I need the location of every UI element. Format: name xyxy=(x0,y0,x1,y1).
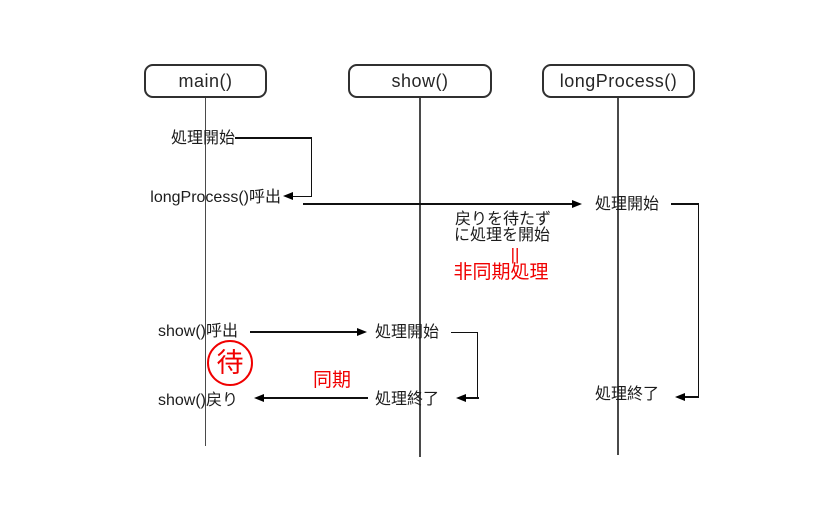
wait-label: 待 xyxy=(216,347,244,378)
lifeline-label-main: main() xyxy=(178,70,233,91)
main-self-bracket-return-line xyxy=(290,195,311,197)
lifeline-box-longprocess: longProcess() xyxy=(542,64,695,98)
show-bracket-return-line xyxy=(463,397,479,399)
note-async-line2: に処理を開始 xyxy=(453,227,551,244)
label-show-call: show()呼出 xyxy=(158,323,239,340)
show-bracket-arrowhead xyxy=(456,393,466,402)
wait-circle: 待 xyxy=(207,340,253,386)
lifeline-label-show: show() xyxy=(391,70,449,91)
longprocess-bracket-vertical-line xyxy=(697,203,699,398)
label-show-start: 処理開始 xyxy=(375,324,440,341)
lifeline-box-show: show() xyxy=(348,64,492,98)
async-call-arrowhead xyxy=(572,199,582,208)
show-bracket-vertical-line xyxy=(476,331,478,399)
show-call-arrowhead xyxy=(357,327,367,336)
lifeline-box-main: main() xyxy=(144,64,267,98)
main-self-bracket-vertical-line xyxy=(310,137,312,197)
lifeline-main xyxy=(205,98,207,446)
note-equals-sign: || xyxy=(510,245,520,264)
label-show-end: 処理終了 xyxy=(375,391,440,408)
main-self-bracket-top-line xyxy=(235,137,312,139)
note-async-label: 非同期処理 xyxy=(453,262,549,283)
longprocess-bracket-top-line xyxy=(671,203,699,205)
show-bracket-top-line xyxy=(451,331,478,334)
show-return-arrow-line xyxy=(264,397,368,399)
label-show-return: show()戻り xyxy=(158,392,239,409)
show-call-arrow-line xyxy=(250,331,358,333)
async-call-arrow-line xyxy=(303,203,573,205)
label-main-process-start: 処理開始 xyxy=(171,130,236,147)
label-longprocess-start: 処理開始 xyxy=(595,196,660,213)
label-longprocess-end: 処理終了 xyxy=(595,386,660,403)
note-async-line1: 戻りを待たず xyxy=(454,211,552,228)
longprocess-bracket-arrowhead xyxy=(675,392,685,401)
label-longprocess-call: longProcess()呼出 xyxy=(150,189,281,206)
main-self-bracket-arrowhead xyxy=(283,191,293,200)
lifeline-show xyxy=(419,98,421,457)
note-sync-label: 同期 xyxy=(313,370,352,391)
lifeline-longprocess xyxy=(617,98,619,455)
longprocess-bracket-return-line xyxy=(684,396,699,398)
lifeline-label-longprocess: longProcess() xyxy=(559,70,678,91)
show-return-arrowhead xyxy=(254,393,264,402)
